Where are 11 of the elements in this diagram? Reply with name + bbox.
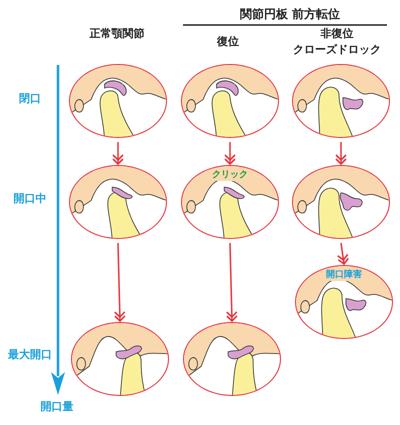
axis-label: 開口量 — [40, 399, 74, 414]
column-label: 復位 — [216, 34, 240, 49]
column-label: 非復位 — [320, 26, 354, 41]
stage-label: 最大開口 — [7, 347, 53, 362]
column-label: クローズドロック — [292, 42, 382, 57]
status-label: 開口障害 — [324, 270, 364, 281]
header-label: 関節円板 前方転位 — [238, 6, 342, 23]
stage-label: 閉口 — [18, 91, 42, 106]
column-label: 正常顎関節 — [88, 26, 146, 41]
stage-label: 開口中 — [12, 191, 48, 206]
status-label: クリック — [210, 170, 250, 181]
